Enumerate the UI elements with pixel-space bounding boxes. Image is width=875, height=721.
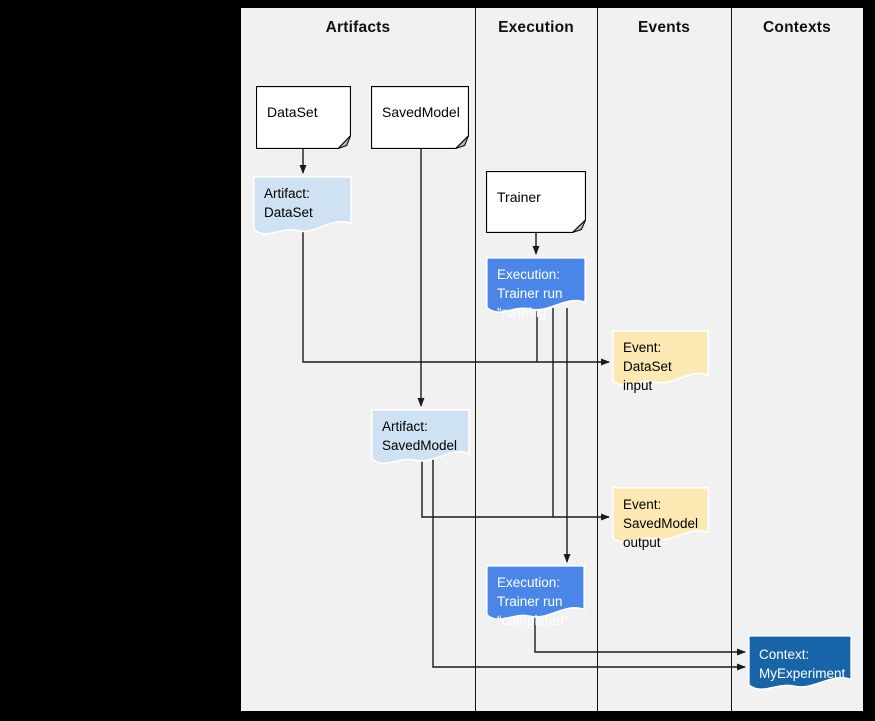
node-event-dataset-input: Event: DataSet input (612, 330, 709, 393)
node-artifact-savedmodel-label: Artifact: SavedModel (382, 419, 458, 453)
node-context-myexperiment: Context: MyExperiment (748, 635, 852, 695)
wavy-document-shape-icon (253, 176, 352, 240)
node-context-myexperiment-label: Context: MyExperiment (759, 647, 846, 681)
node-artifact-savedmodel: Artifact: SavedModel (371, 409, 470, 469)
node-execution-running-label: Execution: Trainer run “running” (497, 267, 563, 320)
node-event-dataset-input-label: Event: DataSet input (623, 340, 672, 393)
node-savedmodel-label: SavedModel (382, 104, 460, 120)
node-trainer-label: Trainer (497, 188, 541, 205)
column-header-artifacts: Artifacts (325, 19, 391, 36)
column-header-execution: Execution (498, 19, 574, 36)
column-divider-artifacts-execution (475, 8, 476, 711)
column-divider-execution-events (597, 8, 598, 711)
wavy-document-shape-icon (612, 330, 709, 391)
node-trainer: Trainer (486, 171, 586, 233)
wavy-document-shape-icon (486, 565, 585, 625)
node-event-savedmodel-output-label: Event: SavedModel output (623, 497, 699, 550)
document-shape-icon (486, 171, 586, 233)
node-savedmodel: SavedModel (371, 86, 469, 149)
node-event-savedmodel-output: Event: SavedModel output (612, 487, 709, 550)
document-shape-icon (371, 86, 469, 149)
node-dataset-label: DataSet (267, 104, 318, 120)
column-header-events: Events (637, 19, 691, 36)
document-shape-icon (256, 86, 351, 149)
node-dataset: DataSet (256, 86, 351, 149)
wavy-document-shape-icon (748, 635, 852, 695)
node-artifact-dataset-label: Artifact: DataSet (264, 186, 313, 220)
column-divider-events-contexts (731, 8, 732, 711)
node-artifact-dataset: Artifact: DataSet (253, 176, 352, 240)
node-execution-completed: Execution: Trainer run “completed” (486, 565, 585, 628)
wavy-document-shape-icon (612, 487, 709, 548)
node-execution-completed-label: Execution: Trainer run “completed” (497, 575, 569, 628)
wavy-document-shape-icon (486, 257, 586, 318)
wavy-document-shape-icon (371, 409, 470, 469)
column-header-contexts: Contexts (763, 19, 831, 36)
node-execution-running: Execution: Trainer run “running” (486, 257, 586, 320)
